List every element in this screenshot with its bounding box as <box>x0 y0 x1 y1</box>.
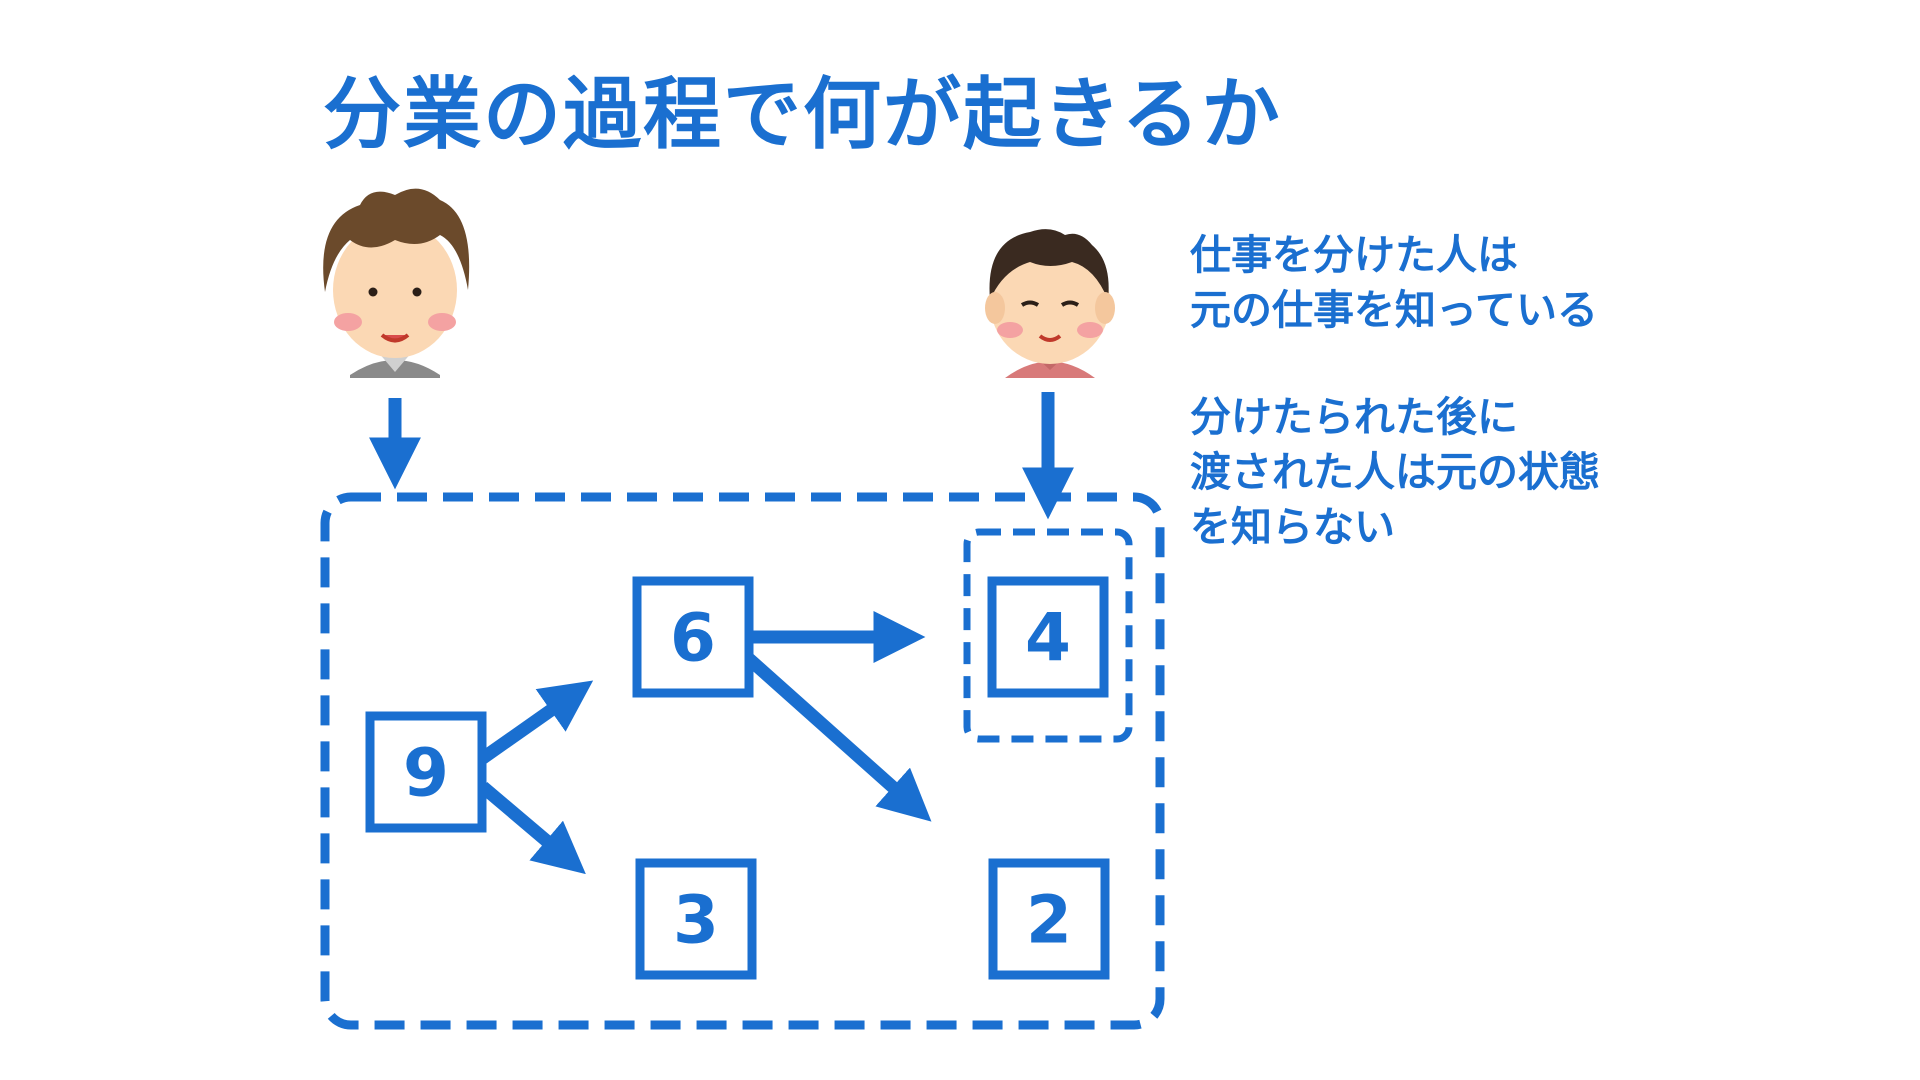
page-title: 分業の過程で何が起きるか <box>323 70 1282 160</box>
whole-task-dashed-box <box>320 492 1165 1030</box>
arrow-9-to-3 <box>478 782 586 875</box>
note-receiver-unaware: 分けたられた後に 渡された人は元の状態 を知らない <box>1190 390 1600 555</box>
note-divider-knows: 仕事を分けた人は 元の仕事を知っている <box>1190 228 1598 338</box>
subtask-dashed-box <box>963 528 1133 743</box>
node-6-label: 6 <box>670 600 716 677</box>
note-line: 渡された人は元の状態 <box>1190 448 1600 496</box>
node-6: 6 <box>632 576 754 698</box>
node-3: 3 <box>635 858 757 980</box>
arrow-9-to-6 <box>479 680 594 764</box>
note-line: 元の仕事を知っている <box>1190 286 1598 334</box>
node-4-label: 4 <box>1025 600 1071 677</box>
node-9-label: 9 <box>403 735 449 812</box>
person-left-illustration <box>323 188 470 378</box>
person-right-illustration <box>985 229 1115 378</box>
note-line: 仕事を分けた人は <box>1190 231 1518 279</box>
node-4: 4 <box>987 576 1109 698</box>
note-line: 分けたられた後に <box>1190 393 1518 441</box>
node-3-label: 3 <box>673 882 719 959</box>
note-line: を知らない <box>1190 503 1395 551</box>
node-2: 2 <box>988 858 1110 980</box>
node-9: 9 <box>365 711 487 833</box>
node-2-label: 2 <box>1026 882 1072 959</box>
arrow-6-to-2 <box>743 653 932 822</box>
